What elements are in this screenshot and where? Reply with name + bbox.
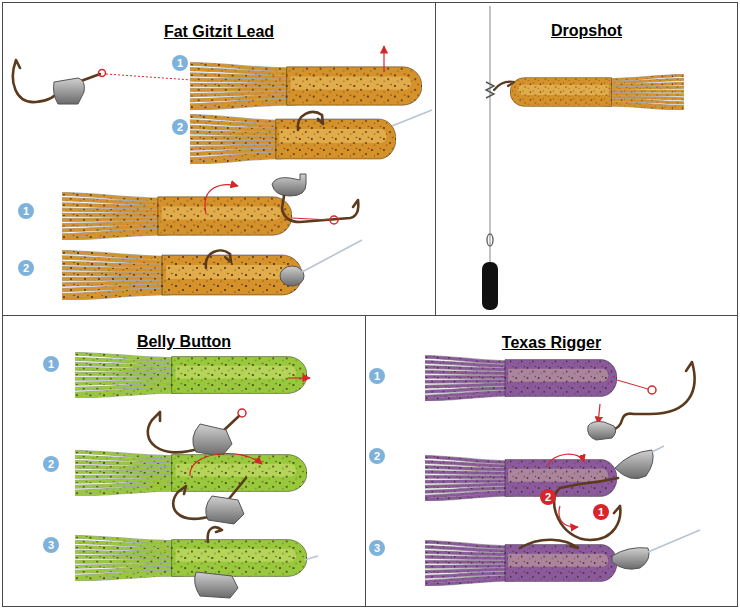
hook-wire (520, 540, 578, 548)
hook-wire (282, 196, 358, 222)
tube-lure (75, 452, 307, 495)
hook-wire (494, 82, 514, 90)
tube-lure-group (510, 75, 684, 108)
red-arrow (598, 404, 600, 424)
panel-title: Texas Rigger (366, 334, 737, 352)
tube-lure (190, 116, 396, 163)
tube-lure (75, 354, 307, 397)
bullet-weight (615, 450, 653, 479)
fishing-line (648, 530, 700, 552)
panel-box: Dropshot (435, 2, 738, 316)
callout-number: 2 (18, 260, 34, 276)
red-arrow (288, 377, 310, 378)
lead-head (280, 266, 304, 286)
hook-wire (298, 112, 323, 130)
hook-wire (554, 478, 620, 540)
knot (486, 82, 494, 98)
lead-head (54, 78, 85, 104)
callout-number: 1 (593, 504, 609, 520)
callout-number: 1 (18, 203, 34, 219)
callout-number: 3 (369, 540, 385, 556)
callout-number: 2 (369, 448, 385, 464)
callout-number: 2 (43, 456, 59, 472)
lead-weight (195, 572, 238, 598)
callout-number: 1 (369, 368, 385, 384)
guide-line (617, 380, 648, 389)
panel-title: Dropshot (436, 22, 737, 40)
bullet-weight (612, 548, 649, 569)
lead-weight (193, 424, 232, 456)
callout-number: 2 (540, 489, 556, 505)
red-arrow (559, 506, 578, 527)
panel-box: Texas Rigger (365, 315, 738, 607)
hook-wire (208, 527, 222, 542)
hook-wire (612, 362, 695, 430)
fishing-line (302, 240, 362, 272)
guide-line (292, 218, 330, 220)
lead-weight (588, 422, 616, 441)
callout-number: 2 (172, 119, 188, 135)
tube-lure (425, 357, 617, 400)
red-arrow (383, 46, 384, 72)
panel-box: Fat Gitzit Lead (2, 2, 436, 316)
tube-lure (75, 537, 307, 580)
panel-title: Belly Button (3, 333, 365, 351)
tube-lure (190, 64, 422, 109)
swivel (487, 234, 493, 246)
lead-head (272, 174, 306, 196)
hook-eye (99, 70, 106, 77)
red-arrow (190, 454, 262, 476)
callout-number: 1 (43, 356, 59, 372)
fishing-line (304, 556, 318, 560)
callout-number: 1 (172, 55, 188, 71)
tube-lure (62, 194, 292, 239)
sinker (482, 262, 498, 310)
tube-lure (425, 457, 617, 500)
hook-wire (206, 250, 231, 268)
callout-number: 3 (43, 537, 59, 553)
hook-eye (648, 386, 656, 394)
red-arrow (205, 185, 238, 214)
panel-title: Fat Gitzit Lead (3, 23, 435, 41)
lead-weight (206, 496, 244, 524)
red-arrow (548, 454, 584, 466)
tube-lure (62, 252, 302, 299)
tube-lure (510, 75, 684, 108)
hook-eye (238, 409, 246, 417)
fishing-line (652, 446, 664, 452)
hook-eye (330, 216, 338, 224)
fishing-line (392, 110, 432, 126)
fishing-line (489, 6, 490, 264)
guide-line (106, 74, 192, 80)
